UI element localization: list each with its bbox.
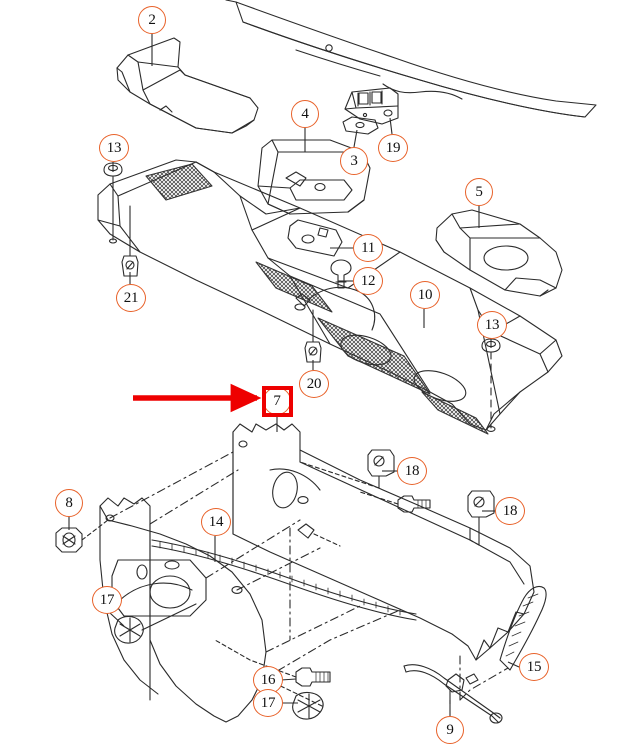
callout-11[interactable]: 11 [353, 234, 383, 262]
callout-15[interactable]: 15 [519, 653, 549, 681]
callout-18[interactable]: 18 [495, 497, 525, 525]
callout-13[interactable]: 13 [477, 311, 507, 339]
callout-17[interactable]: 17 [253, 689, 283, 717]
callout-21[interactable]: 21 [116, 284, 146, 312]
callout-3[interactable]: 3 [340, 147, 368, 175]
callout-10[interactable]: 10 [410, 281, 440, 309]
callout-5[interactable]: 5 [465, 178, 493, 206]
callout-17[interactable]: 17 [92, 586, 122, 614]
callout-2[interactable]: 2 [138, 6, 166, 34]
callout-8[interactable]: 8 [55, 489, 83, 517]
highlight-box-part-7 [262, 386, 293, 417]
callout-4[interactable]: 4 [291, 100, 319, 128]
callout-19[interactable]: 19 [378, 134, 408, 162]
callout-20[interactable]: 20 [299, 370, 329, 398]
callout-9[interactable]: 9 [436, 716, 464, 744]
callout-18[interactable]: 18 [397, 457, 427, 485]
callout-14[interactable]: 14 [201, 508, 231, 536]
callout-12[interactable]: 12 [353, 267, 383, 295]
callout-13[interactable]: 13 [99, 134, 129, 162]
